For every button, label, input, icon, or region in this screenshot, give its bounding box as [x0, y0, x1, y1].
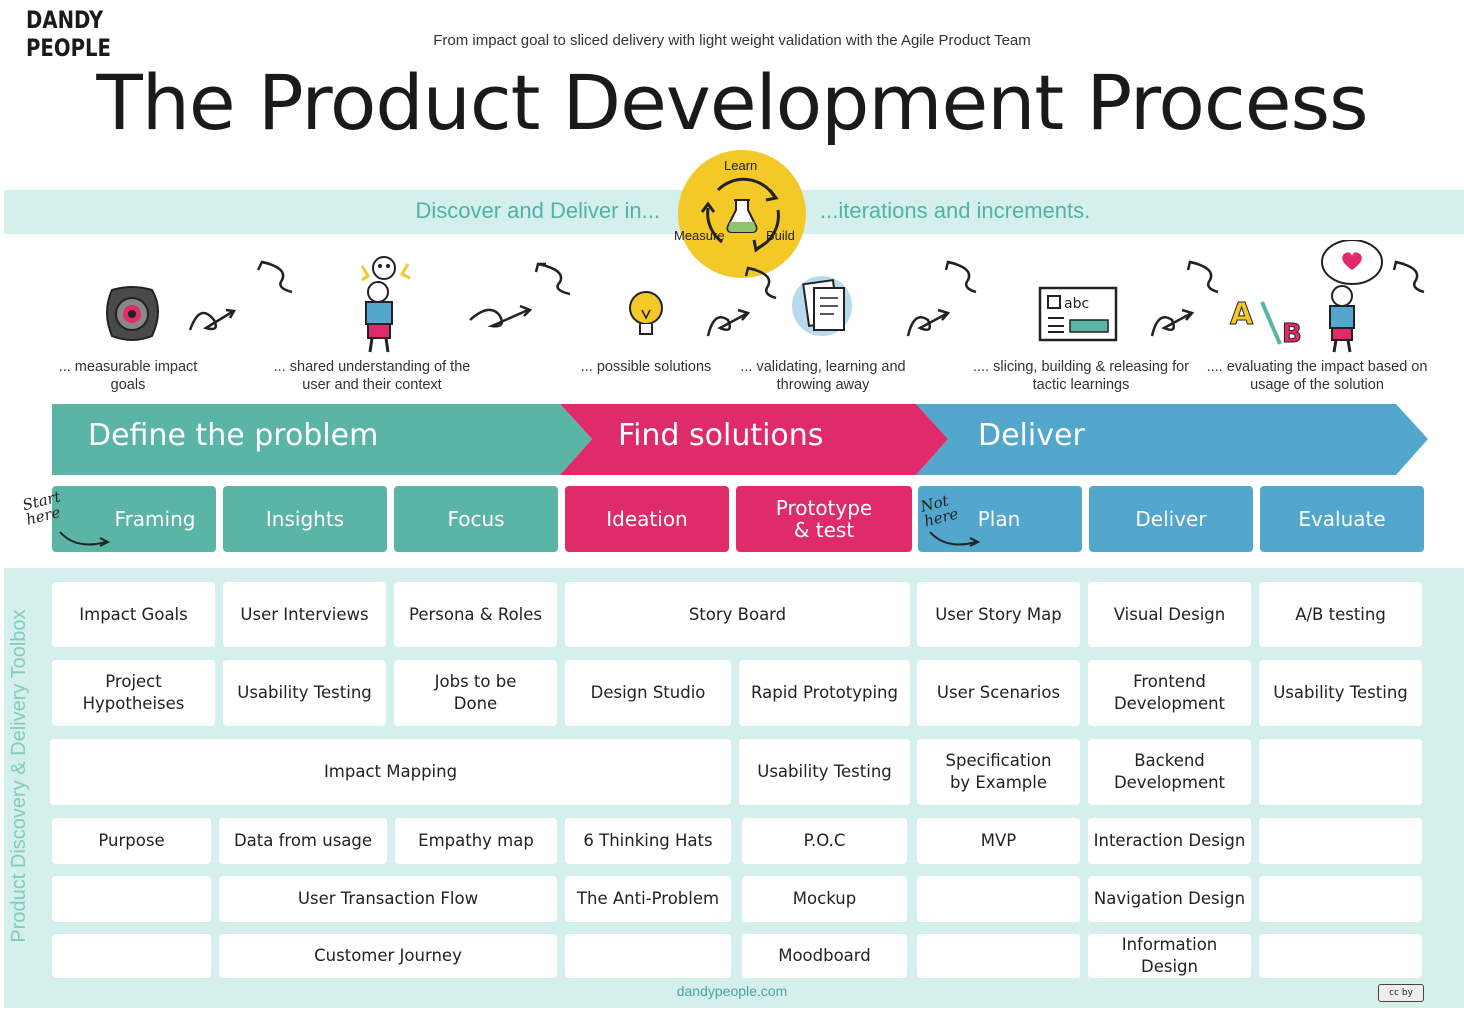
tool-jobs-to-be-done: Jobs to be Done [394, 660, 557, 726]
step-deliver: Deliver [1089, 486, 1253, 552]
svg-text:B: B [1282, 319, 1302, 349]
tool-empathy-map: Empathy map [395, 818, 557, 864]
target-icon [106, 286, 159, 341]
tool-usability-testing-prototype: Usability Testing [739, 739, 910, 805]
tool-data-from-usage: Data from usage [219, 818, 387, 864]
tool-story-board: Story Board [565, 582, 910, 647]
start-here-arrow-icon [59, 531, 111, 547]
tool-usability-testing-insights: Usability Testing [223, 660, 386, 726]
tool-empty-slot [917, 934, 1080, 978]
tool-backend-development: Backend Development [1088, 739, 1251, 805]
tool-mockup: Mockup [742, 876, 907, 922]
svg-text:A: A [1230, 297, 1254, 332]
tool-design-studio: Design Studio [565, 660, 731, 726]
tool-mvp: MVP [917, 818, 1080, 864]
cycle-arrows-icon [700, 177, 780, 253]
svg-text:abc: abc [1064, 296, 1089, 312]
tool-visual-design: Visual Design [1088, 582, 1251, 647]
tool-empty-slot [565, 934, 731, 978]
cycle-build-label: Build [766, 228, 795, 243]
cycle-measure-label: Measure [674, 228, 725, 243]
band-left-text: Discover and Deliver in... [415, 198, 660, 223]
caption-possible-solutions: ... possible solutions [580, 359, 712, 375]
phase-arrow-find-solutions [560, 404, 948, 475]
tool-the-anti-problem: The Anti-Problem [565, 876, 731, 922]
tool-empty-slot [1259, 876, 1422, 922]
release-screen-icon: abc [1038, 286, 1118, 342]
prototype-sketch-icon [792, 276, 852, 336]
step-plan: Plan [918, 486, 1082, 552]
tool-frontend-development: Frontend Development [1088, 660, 1251, 726]
logo-line-2: PEOPLE [26, 34, 112, 62]
tool-empty-slot [52, 876, 211, 922]
step-plan-label: Plan [977, 507, 1021, 531]
logo-line-1: DANDY [26, 6, 104, 34]
tool-empty-slot [1259, 739, 1422, 805]
tool-empty-slot [52, 934, 211, 978]
tool-user-transaction-flow: User Transaction Flow [219, 876, 557, 922]
caption-evaluating: .... evaluating the impact based on usag… [1206, 359, 1428, 393]
tool-empty-slot [917, 876, 1080, 922]
happy-user-icon [1321, 240, 1383, 353]
caption-shared-understanding: ... shared understanding of the user and… [273, 359, 471, 393]
tool-moodboard: Moodboard [742, 934, 907, 978]
phase-find-solutions: Find solutions [618, 418, 824, 453]
ab-testing-icon: A B [1230, 297, 1303, 350]
page-title: The Product Development Process [96, 58, 1368, 147]
tool-user-story-map: User Story Map [917, 582, 1080, 647]
tool-poc: P.O.C [742, 818, 907, 864]
step-framing-label: Framing [114, 507, 196, 531]
tool-ab-testing: A/B testing [1259, 582, 1422, 647]
tool-empty-slot [1259, 934, 1422, 978]
step-ideation: Ideation [565, 486, 729, 552]
tool-impact-mapping: Impact Mapping [50, 739, 731, 805]
tool-navigation-design: Navigation Design [1088, 876, 1251, 922]
cycle-learn-label: Learn [724, 158, 758, 173]
tool-empty-slot [1259, 818, 1422, 864]
build-measure-learn-cycle: Learn Measure Build [674, 150, 806, 278]
tool-user-scenarios: User Scenarios [917, 660, 1080, 726]
caption-impact-goals: ... measurable impact goals [58, 359, 198, 393]
tool-project-hypotheises: Project Hypotheises [52, 660, 215, 726]
creative-commons-badge: cc by [1378, 984, 1424, 1002]
tool-usability-testing-evaluate: Usability Testing [1259, 660, 1422, 726]
light-bulb-icon [629, 291, 663, 335]
phase-arrows [52, 404, 1428, 475]
phase-arrow-define-problem [52, 404, 592, 475]
caption-validating: ... validating, learning and throwing aw… [740, 359, 906, 393]
step-evaluate: Evaluate [1260, 486, 1424, 552]
dandy-people-logo: DANDY PEOPLE [26, 6, 111, 62]
subtitle: From impact goal to sliced delivery with… [433, 32, 1031, 49]
tool-6-thinking-hats: 6 Thinking Hats [565, 818, 731, 864]
tool-customer-journey: Customer Journey [219, 934, 557, 978]
phase-deliver: Deliver [978, 418, 1085, 453]
tool-interaction-design: Interaction Design [1088, 818, 1251, 864]
step-prototype-test: Prototype & test [736, 486, 912, 552]
caption-slicing: .... slicing, building & releasing for t… [973, 359, 1189, 393]
phase-arrow-deliver [916, 404, 1428, 475]
step-insights: Insights [223, 486, 387, 552]
squiggle-arrow-icons [188, 260, 1425, 337]
step-framing: Framing [52, 486, 216, 552]
tool-impact-goals: Impact Goals [52, 582, 215, 647]
stressed-user-icon [360, 256, 411, 353]
not-here-arrow-icon [929, 531, 981, 547]
phase-define-the-problem: Define the problem [88, 418, 379, 453]
tool-specification-by-example: Specification by Example [917, 739, 1080, 805]
tool-persona-roles: Persona & Roles [394, 582, 557, 647]
footer-url[interactable]: dandypeople.com [676, 983, 788, 999]
step-focus: Focus [394, 486, 558, 552]
toolbox-label: Product Discovery & Delivery Toolbox [8, 609, 30, 943]
band-right-text: ...iterations and increments. [820, 198, 1091, 223]
tool-purpose: Purpose [52, 818, 211, 864]
tool-user-interviews: User Interviews [223, 582, 386, 647]
tool-information-design: Information Design [1088, 934, 1251, 978]
illustrations: abc A B [106, 240, 1425, 353]
tool-rapid-prototyping: Rapid Prototyping [739, 660, 910, 726]
